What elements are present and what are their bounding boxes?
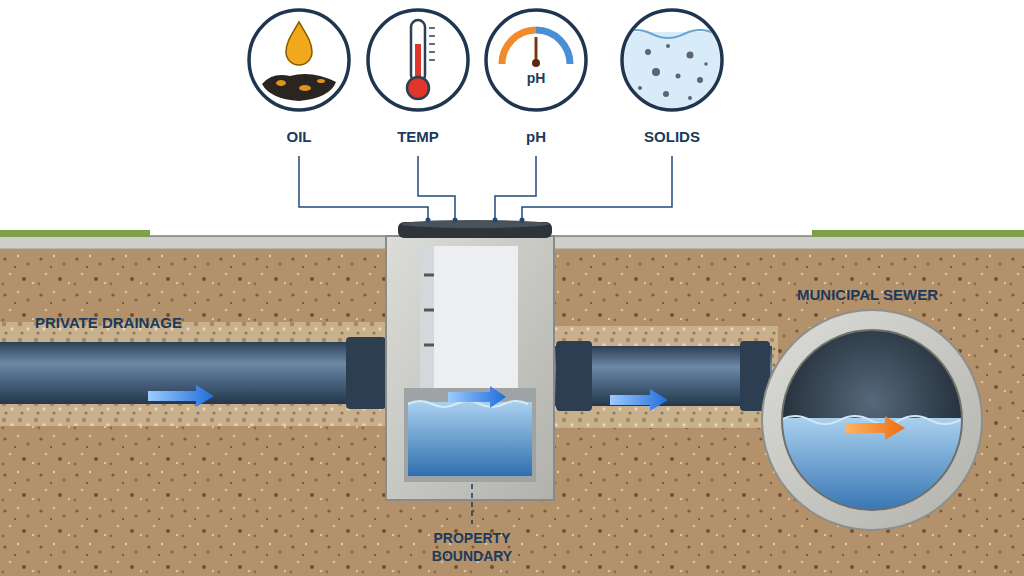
sewer-water [780,416,970,518]
area-label: MUNICIPAL SEWER [797,286,938,305]
gravel-bed [0,322,392,426]
icon-ring [486,10,586,110]
chamber-shade [420,246,434,396]
thermometer-ticks [429,28,435,60]
icon-ring [249,10,349,110]
area-label: PRIVATE DRAINAGE [35,314,182,333]
oil-blob [317,79,325,83]
flow-arrow [610,389,668,411]
pipe-coupling [556,341,592,411]
solid-particle [688,96,692,100]
solid-particle [697,77,703,83]
oil-blob [276,80,286,86]
solid-particle [676,74,681,79]
gauge-text: pH [527,70,546,86]
boundary-line [471,484,473,524]
sensor-icon-circle: TEMP [366,8,470,147]
gravel-bed [548,326,778,428]
manhole-cover-top [401,220,549,228]
sewer-inner-edge [782,330,962,510]
ladder-rung [424,344,434,347]
sensor-icon-circle: OIL [247,8,351,147]
leader-dot [520,218,525,223]
solid-particle [663,91,669,97]
gauge-arc-base [536,30,570,64]
icon-ring [368,10,468,110]
grass [812,230,1024,237]
leader-line [522,156,672,219]
chamber-shaft [420,246,518,396]
circle-outline [484,8,588,112]
sensor-icon-circle: pH pH [484,8,588,147]
flow-arrow [845,416,905,440]
icon-label: SOLIDS [644,128,700,145]
icon-label: OIL [287,128,312,145]
leader-line [495,156,536,219]
icon-label: pH [526,128,546,145]
water-wave [620,30,748,38]
chamber-water [408,402,532,476]
gauge-needle [535,37,538,62]
water-wave [780,416,960,424]
circle-outline [366,8,470,112]
circle-outline [247,8,351,112]
circle-outline [620,8,724,112]
solid-particle [638,86,642,90]
gauge-pivot [532,59,540,67]
flow-arrow [148,385,214,407]
sensor-icon-circle: SOLIDS [620,8,724,147]
solid-particle [666,44,670,48]
leader-dot [493,218,498,223]
oil-drop [286,22,312,65]
icon-label: TEMP [397,128,439,145]
grass [0,230,150,237]
chamber-wall [386,236,554,500]
sewer-ring [762,310,982,530]
solid-particle [704,62,708,66]
gauge-arc-acid [502,30,536,64]
thermometer-bulb [407,77,429,99]
sky-ground [0,0,1024,236]
icon-ring [622,10,722,110]
leader-dot [426,218,431,223]
leader-line [299,156,428,219]
ladder-rung [424,274,434,277]
solid-particle [645,49,651,55]
leader-line [418,156,455,219]
solid-particle [687,52,694,59]
oil-blob [299,85,311,91]
leader-dot [453,218,458,223]
boundary-label: PROPERTY BOUNDARY [416,530,528,565]
chamber-basin [404,388,536,482]
oil-puddle [262,74,336,101]
ladder-rung [424,309,434,312]
pipe-coupling [346,337,386,409]
flow-arrow [448,386,506,408]
solid-particle [652,68,660,76]
